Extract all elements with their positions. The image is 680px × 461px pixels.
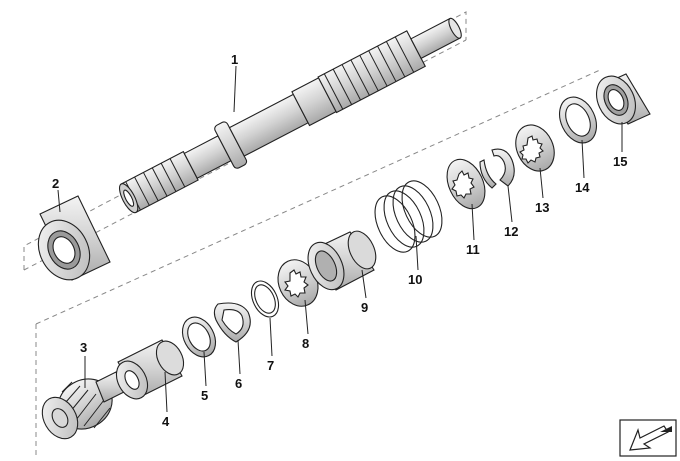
callout-labels: 1 2 3 4 5 6 7 8 9 10 11 12 13 14 15 (52, 52, 627, 429)
flat-ring (559, 96, 597, 144)
callout-1: 1 (231, 52, 238, 67)
splined-disc (277, 259, 319, 307)
leader-lines (57, 65, 623, 413)
arrow-corner-icon[interactable] (619, 419, 677, 457)
callout-8: 8 (302, 336, 309, 351)
callout-7: 7 (267, 358, 274, 373)
callout-2: 2 (52, 176, 59, 191)
callout-11: 11 (466, 242, 480, 257)
callout-14: 14 (575, 180, 590, 195)
splined-washer (446, 158, 486, 210)
callout-15: 15 (613, 154, 627, 169)
o-ring (181, 316, 217, 358)
splined-ring (515, 124, 555, 172)
ball-bearing-right (596, 73, 651, 125)
snap-ring (250, 280, 280, 318)
cup-sleeve (307, 230, 377, 291)
callout-12: 12 (504, 224, 518, 239)
callout-13: 13 (535, 200, 549, 215)
callout-9: 9 (361, 300, 368, 315)
callout-3: 3 (80, 340, 87, 355)
main-shaft (118, 17, 462, 214)
split-ring (479, 148, 515, 189)
spring-stack (374, 180, 443, 253)
callout-10: 10 (408, 272, 422, 287)
callout-5: 5 (201, 388, 208, 403)
shaped-washer (213, 302, 251, 343)
ball-bearing-left (37, 195, 111, 281)
callout-6: 6 (235, 376, 242, 391)
callout-4: 4 (162, 414, 170, 429)
drive-gear (41, 371, 125, 440)
sleeve (115, 339, 185, 400)
